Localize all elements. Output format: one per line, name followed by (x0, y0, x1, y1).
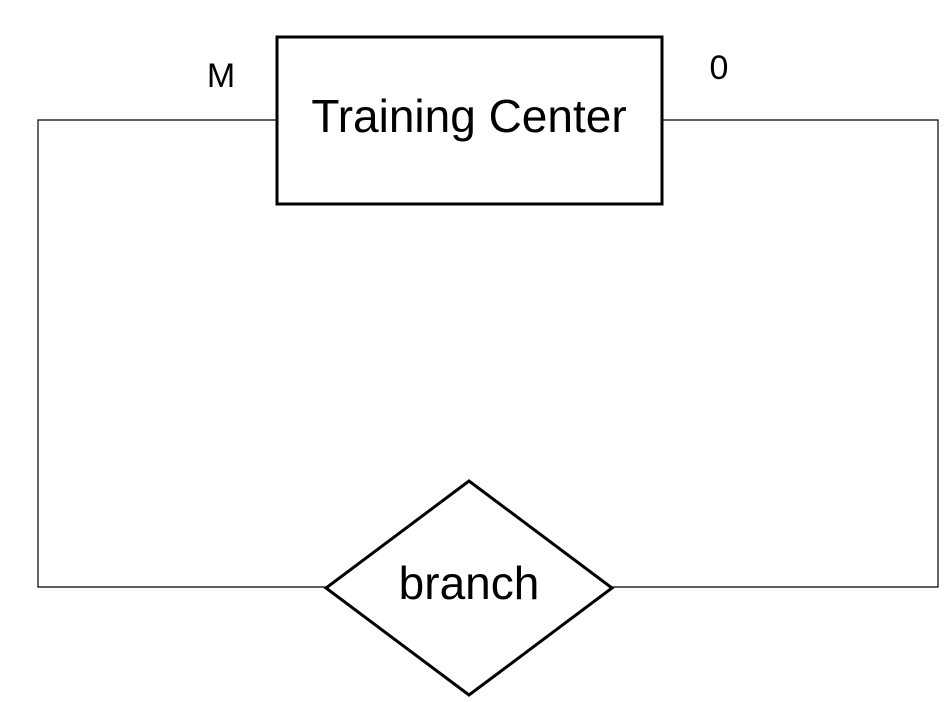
entity-label: Training Center (311, 90, 626, 142)
cardinality-right-label: 0 (710, 49, 729, 87)
cardinality-left-label: M (207, 57, 235, 95)
entity-box (275, 35, 664, 206)
connector-right (612, 119, 939, 588)
relationship-label: branch (399, 557, 540, 609)
connector-left (37, 119, 326, 588)
entity-training-center: Training Center (275, 35, 664, 206)
relationship-branch: branch (323, 479, 615, 697)
relationship-diamond (323, 479, 615, 697)
